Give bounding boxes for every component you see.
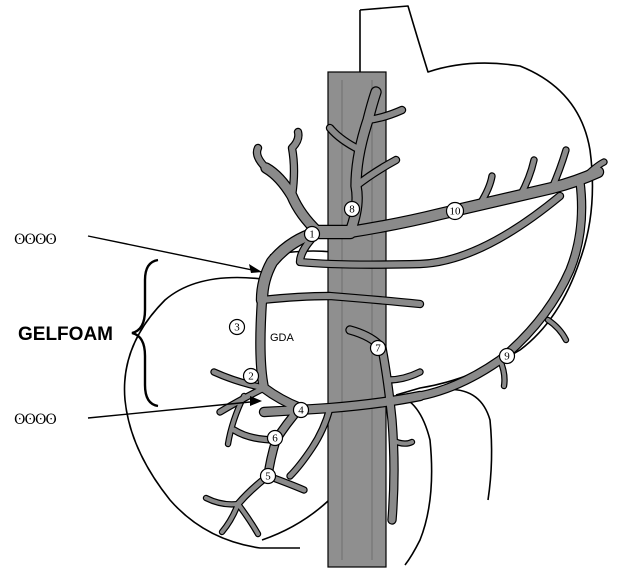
marker-2: 2 xyxy=(244,369,259,384)
marker-label-1: 1 xyxy=(309,229,315,241)
coil-upper-arrowhead xyxy=(249,264,262,273)
gda-label: GDA xyxy=(270,332,295,344)
marker-label-7: 7 xyxy=(375,343,381,355)
gda-vessel xyxy=(260,300,300,408)
coil-lower-arrowhead xyxy=(250,396,262,406)
duodenum-outline xyxy=(396,395,432,565)
marker-label-9: 9 xyxy=(504,351,510,363)
marker-label-6: 6 xyxy=(272,433,278,445)
marker-4: 4 xyxy=(294,403,309,418)
marker-7: 7 xyxy=(371,341,386,356)
coil-lower-label: ʘʘʘʘ xyxy=(14,412,56,428)
marker-label-5: 5 xyxy=(265,471,271,483)
mca-b1 xyxy=(388,372,420,380)
marker-8: 8 xyxy=(345,202,360,217)
marker-label-4: 4 xyxy=(298,405,304,417)
marker-6: 6 xyxy=(268,431,283,446)
pancreas-outline xyxy=(440,389,492,500)
marker-5: 5 xyxy=(261,469,276,484)
gelfoam-label: GELFOAM xyxy=(18,324,113,345)
lower-tree-1 xyxy=(222,504,238,532)
marker-10: 10 xyxy=(447,203,464,220)
marker-label-2: 2 xyxy=(248,371,254,383)
marker-label-10: 10 xyxy=(450,206,462,218)
lower-tree-2 xyxy=(238,504,258,534)
marker-3: 3 xyxy=(230,320,245,335)
coil-upper-pointer xyxy=(88,236,262,272)
marker-label-3: 3 xyxy=(234,322,240,334)
marker-1: 1 xyxy=(305,227,320,242)
gelfoam-bracket xyxy=(132,260,158,406)
splenic xyxy=(350,172,598,232)
coil-upper-label: ʘʘʘʘ xyxy=(14,232,56,248)
marker-9: 9 xyxy=(500,349,515,364)
arterial-tree xyxy=(206,92,604,534)
marker-label-8: 8 xyxy=(349,204,355,216)
